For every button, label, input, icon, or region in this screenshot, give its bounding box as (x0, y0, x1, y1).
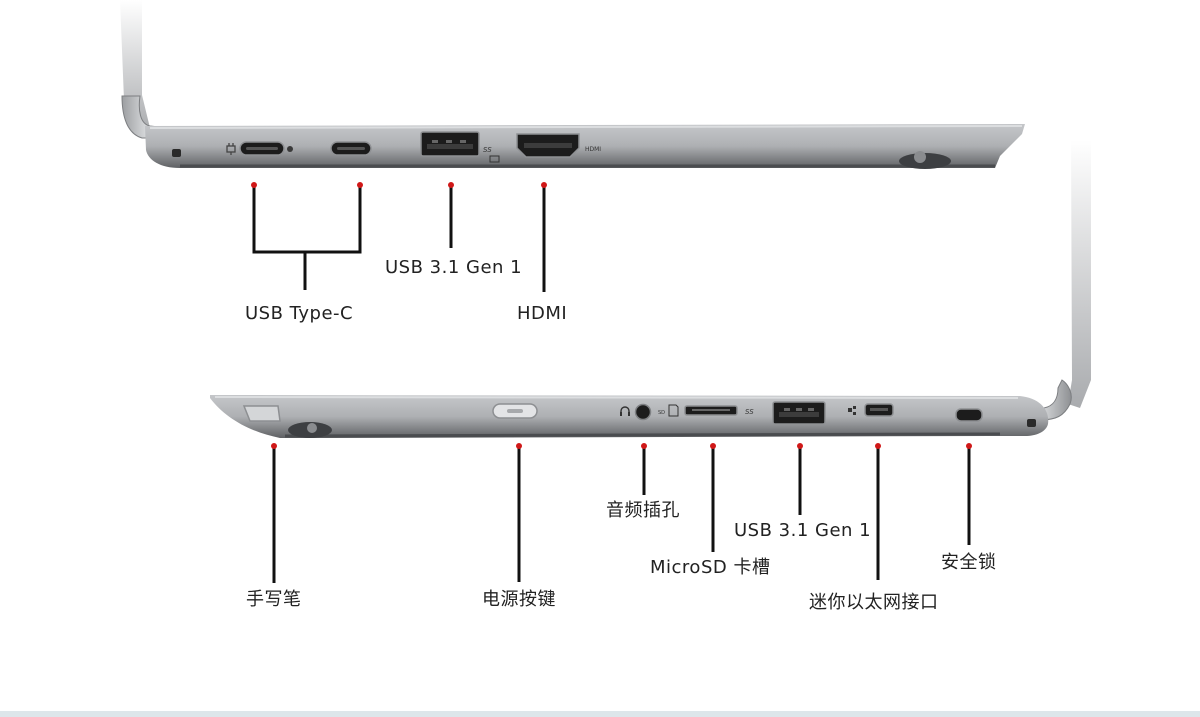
bottom-lock-slot (1027, 419, 1036, 427)
marker-usb-c-2 (357, 182, 363, 188)
bottom-leader-lines (272, 447, 971, 583)
marker-microsd (710, 443, 716, 449)
security-lock-slot (955, 408, 983, 422)
headphone-icon (620, 406, 630, 416)
marker-lock (966, 443, 972, 449)
svg-text:SD: SD (658, 410, 665, 416)
label-security-lock: 安全锁 (941, 552, 997, 573)
top-laptop-foot (899, 153, 951, 169)
marker-usb-c-1 (251, 182, 257, 188)
label-usb-type-c: USB Type-C (245, 303, 354, 324)
sd-card-icon: SD (658, 404, 679, 417)
label-microsd: MicroSD 卡槽 (650, 557, 771, 578)
top-laptop-body (145, 124, 1025, 168)
status-led (287, 146, 293, 152)
usb-type-c-bracket (252, 186, 362, 254)
audio-jack (634, 403, 652, 421)
hdmi-port-engraving: HDMI (585, 146, 601, 153)
marker-usb-top (448, 182, 454, 188)
bottom-markers (271, 443, 972, 449)
label-stylus: 手写笔 (246, 589, 302, 610)
label-usb-31-gen1-top: USB 3.1 Gen 1 (385, 257, 523, 278)
marker-hdmi (541, 182, 547, 188)
bottom-band (0, 711, 1200, 717)
top-laptop: SS HDMI (120, 0, 1025, 169)
usb-ss-logo-bottom: SS (745, 408, 754, 416)
label-audio-jack: 音频插孔 (606, 500, 680, 521)
marker-ethernet (875, 443, 881, 449)
marker-power (516, 443, 522, 449)
network-icon (848, 406, 856, 415)
label-usb-31-gen1-bottom: USB 3.1 Gen 1 (734, 520, 872, 541)
top-leader-lines (252, 186, 546, 292)
bottom-laptop-body (210, 395, 1049, 438)
usb-ss-logo-top: SS (483, 146, 492, 154)
bottom-laptop-lid (1068, 140, 1091, 408)
marker-audio (641, 443, 647, 449)
top-markers (251, 182, 547, 188)
stylus-slot (242, 405, 281, 422)
charge-icon (226, 143, 236, 155)
label-power-button: 电源按键 (482, 589, 556, 610)
label-mini-ethernet: 迷你以太网接口 (809, 592, 939, 613)
top-lock-slot (172, 149, 181, 157)
marker-stylus (271, 443, 277, 449)
usb-charge-icon (489, 155, 500, 163)
label-hdmi: HDMI (517, 303, 568, 324)
bottom-laptop: SD SS (210, 140, 1091, 438)
marker-usb-bottom (797, 443, 803, 449)
